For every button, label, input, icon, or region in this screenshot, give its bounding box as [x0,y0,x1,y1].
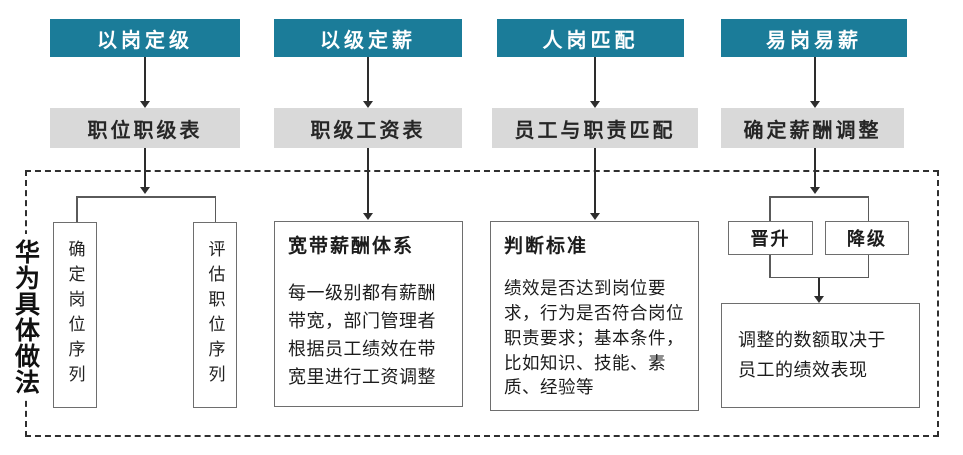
vertical-box-evaluate-position-sequence: 评估职位序列 [193,222,237,408]
panel-judgment-criteria: 判断标准 绩效是否达到岗位要求，行为是否符合岗位职责要求；基本条件，比如知识、技… [490,221,699,411]
connector-line [76,196,216,198]
down-arrow-icon [140,148,150,194]
vertical-box-define-job-sequence: 确定岗位序列 [53,222,97,408]
down-arrow-icon [814,278,824,303]
stage-header-person-job-match: 人岗匹配 [497,19,684,57]
box-promotion: 晋升 [728,221,813,255]
down-arrow-icon [590,57,600,108]
step-box-pay-adjustment: 确定薪酬调整 [721,108,904,148]
step-box-employee-duty-match: 员工与职责匹配 [492,108,698,148]
connector-line [769,276,869,278]
side-label-huawei-practice: 华为具体做法 [10,234,40,400]
down-arrow-icon [140,57,150,108]
panel-title: 判断标准 [504,236,589,257]
connector-line [76,196,78,222]
panel-title: 宽带薪酬体系 [288,236,415,257]
stage-header-grade-pay: 以级定薪 [274,19,462,57]
panel-body: 每一级别都有薪酬带宽，部门管理者根据员工绩效在带宽里进行工资调整 [288,283,436,387]
stage-header-change-job-pay: 易岗易薪 [721,19,907,57]
panel-broadband-pay: 宽带薪酬体系 每一级别都有薪酬带宽，部门管理者根据员工绩效在带宽里进行工资调整 [274,221,463,407]
connector-line [214,196,216,222]
box-adjustment-amount-note: 调整的数额取决于员工的绩效表现 [721,303,920,408]
box-demotion: 降级 [825,221,909,255]
step-box-position-grade-table: 职位职级表 [50,108,240,148]
down-arrow-icon [810,57,820,108]
down-arrow-icon [810,148,820,194]
down-arrow-icon [363,148,373,220]
stage-header-job-grading: 以岗定级 [50,19,240,57]
connector-line [769,196,869,198]
step-box-grade-salary-table: 职级工资表 [274,108,462,148]
down-arrow-icon [590,148,600,220]
panel-body: 绩效是否达到岗位要求，行为是否符合岗位职责要求；基本条件，比如知识、技能、素质、… [504,278,684,398]
down-arrow-icon [363,57,373,108]
